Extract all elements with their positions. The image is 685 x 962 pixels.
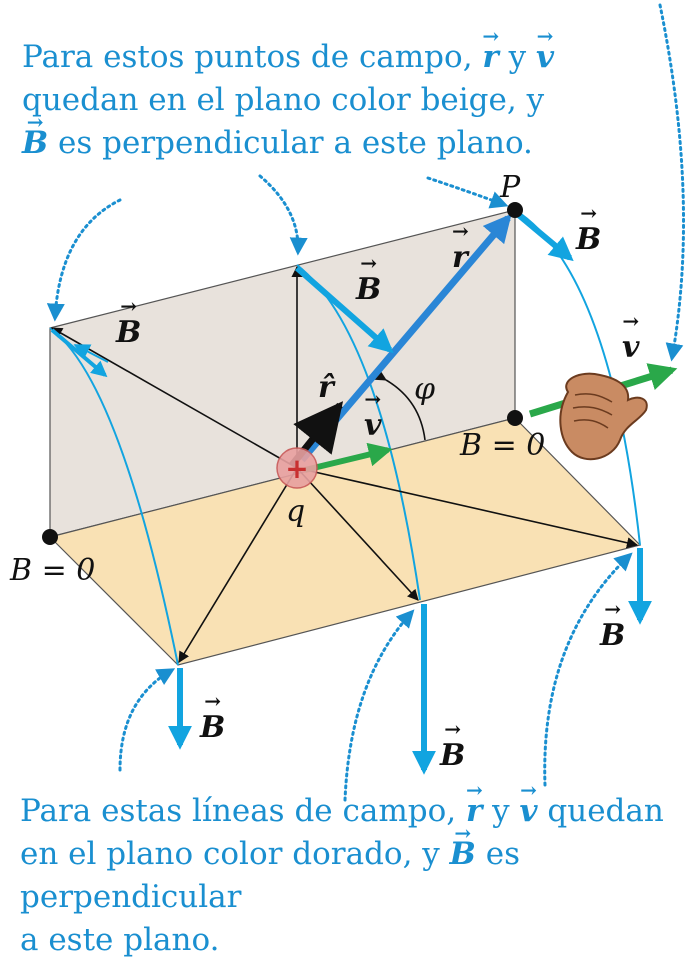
label-b-vector: B: [576, 201, 602, 257]
label-b-vector: B: [116, 294, 142, 350]
leader-arrow: [543, 552, 633, 787]
position-vector: [178, 467, 298, 663]
label-b-vector: B: [200, 689, 226, 745]
leader-arrow: [46, 198, 122, 322]
label-q: q: [286, 494, 306, 529]
label-b-zero: B = 0: [10, 553, 96, 588]
charge-q: [276, 447, 318, 489]
caption-text: y: [498, 39, 536, 75]
point-p-dot: [507, 202, 523, 218]
magnetic-field-diagram: +: [42, 3, 685, 802]
b-field-arrow: [513, 209, 574, 262]
caption-text: y: [482, 793, 520, 829]
b-vector-symbol: B: [450, 812, 476, 876]
label-b-vector: B: [440, 717, 466, 773]
label-p: P: [500, 170, 521, 205]
right-hand-icon: [559, 372, 648, 461]
label-b-zero: B = 0: [460, 428, 546, 463]
phi-angle-arc: [374, 370, 426, 441]
caption-text: quedan en el plano color dorado, y: [20, 793, 664, 872]
caption-text: quedan en el plano color beige, y: [22, 82, 545, 118]
caption-bottom: Para estas líneas de campo, r y v quedan…: [20, 769, 680, 962]
leader-arrow: [343, 609, 415, 802]
velocity-vector-arrow: [304, 442, 393, 473]
position-vector: [51, 327, 298, 469]
position-vector: [296, 467, 639, 549]
label-v-vector: v: [364, 387, 382, 443]
leader-arrows: [46, 3, 685, 802]
leader-arrow: [258, 174, 308, 256]
caption-text: a este plano.: [20, 922, 220, 958]
caption-text: es perpendicular: [20, 836, 520, 915]
caption-top: Para estos puntos de campo, r y vquedan …: [22, 15, 582, 165]
label-b-vector: B: [600, 597, 626, 653]
caption-text: es perpendicular a este plano.: [48, 125, 533, 161]
b-field-arrow: [295, 265, 394, 354]
r-vector-symbol: r: [482, 15, 499, 79]
b-field-arrow: [73, 344, 109, 363]
v-vector-symbol: v: [536, 15, 554, 79]
b-zero-point-dot: [42, 529, 58, 545]
label-v-vector: v: [622, 309, 640, 365]
caption-text: Para estas líneas de campo,: [20, 793, 466, 829]
leader-arrow: [658, 3, 685, 362]
caption-text: Para estos puntos de campo,: [22, 39, 483, 75]
label-r-vector: r: [452, 219, 468, 275]
label-r-hat: r̂: [318, 370, 334, 405]
leader-arrow: [118, 668, 176, 772]
plus-sign: +: [285, 452, 308, 485]
b-zero-point-dot: [507, 410, 523, 426]
b-vector-symbol: B: [22, 101, 48, 165]
label-phi: φ: [414, 372, 436, 407]
label-b-vector: B: [356, 251, 382, 307]
v-vector-symbol: v: [520, 769, 538, 833]
position-vector: [296, 467, 419, 601]
leader-arrow: [426, 176, 509, 209]
position-vectors: [51, 265, 639, 663]
